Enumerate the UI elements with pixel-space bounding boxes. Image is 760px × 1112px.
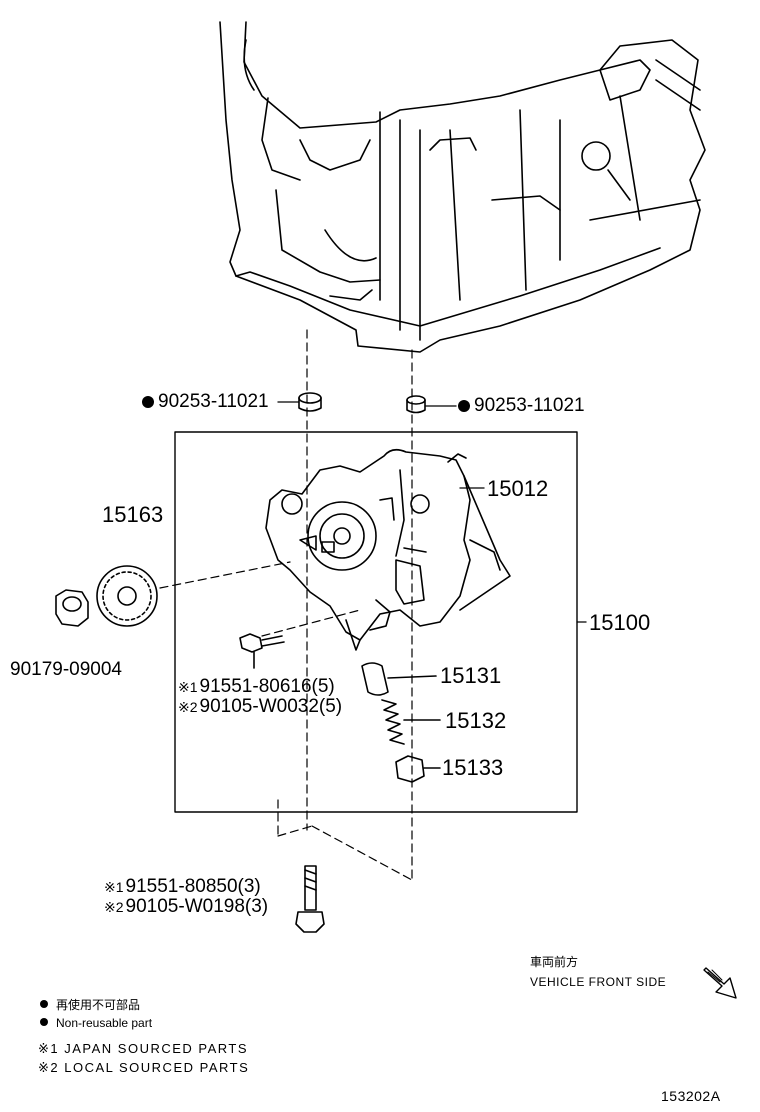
small-bolt bbox=[239, 633, 285, 669]
oil-pump-body bbox=[265, 448, 511, 651]
spring bbox=[381, 699, 441, 745]
nut-callout: 90179-09004 bbox=[10, 659, 122, 680]
pin-right bbox=[406, 395, 426, 414]
pin-right-callout: 90253-11021 bbox=[458, 396, 585, 415]
alignment-lines bbox=[159, 329, 413, 881]
legend-non-reusable-en: Non-reusable part bbox=[40, 1017, 152, 1029]
legend-note-2: ※2 LOCAL SOURCED PARTS bbox=[38, 1060, 250, 1075]
sprocket-callout: 15163 bbox=[102, 502, 164, 527]
body-callout: 15012 bbox=[487, 476, 549, 501]
relief-valve bbox=[361, 662, 437, 696]
long-bolt bbox=[295, 865, 325, 933]
vehicle-front-arrow bbox=[703, 967, 737, 999]
plug bbox=[395, 755, 441, 783]
sprocket bbox=[96, 565, 158, 627]
non-reusable-dot-icon bbox=[142, 396, 154, 408]
legend-note-1: ※1 JAPAN SOURCED PARTS bbox=[38, 1041, 249, 1056]
bullet-icon bbox=[40, 1018, 48, 1026]
pin-left bbox=[298, 392, 322, 412]
nut bbox=[55, 589, 89, 627]
leader-lines bbox=[277, 401, 587, 623]
non-reusable-dot-icon bbox=[458, 400, 470, 412]
plug-callout: 15133 bbox=[442, 755, 504, 780]
figure-code: 153202A bbox=[661, 1088, 721, 1104]
legend-non-reusable-jp: 再使用不可部品 bbox=[40, 999, 140, 1011]
engine-block-outline bbox=[219, 21, 706, 353]
bullet-icon bbox=[40, 1000, 48, 1008]
assembly-callout: 15100 bbox=[589, 610, 651, 635]
vehicle-front-jp: 車両前方 bbox=[530, 955, 579, 969]
valve-callout: 15131 bbox=[440, 663, 502, 688]
vehicle-front-en: VEHICLE FRONT SIDE bbox=[530, 975, 667, 989]
spring-callout: 15132 bbox=[445, 708, 507, 733]
pin-left-callout: 90253-11021 bbox=[142, 392, 269, 411]
